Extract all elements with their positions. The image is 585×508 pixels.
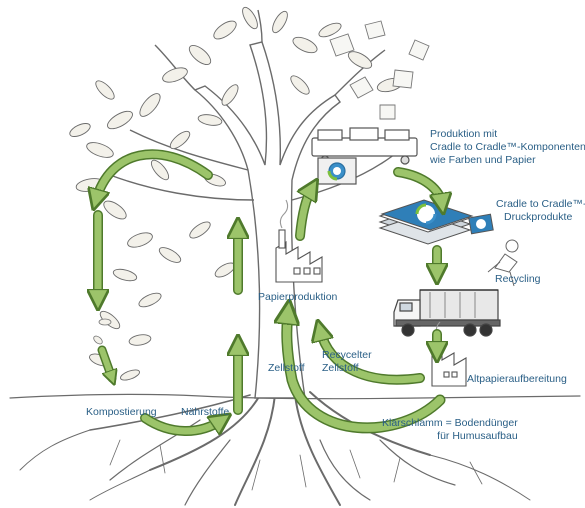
label-production-line2: Cradle to Cradle™-Komponenten	[430, 141, 585, 154]
label-recycled-pulp: Recycelter Zellstoff	[322, 349, 372, 375]
label-sewage-sludge-line1: Klärschlamm = Bodendünger	[382, 417, 518, 430]
label-paper-production: Papierproduktion	[258, 291, 337, 304]
label-composting: Kompostierung	[86, 406, 157, 419]
arrow-mill-to-press	[300, 188, 312, 236]
print-products-illustration	[380, 200, 493, 244]
label-production: Produktion mit Cradle to Cradle™-Kompone…	[430, 128, 585, 167]
falling-leaves-trail	[92, 319, 111, 346]
arrow-compost-to-nutrients	[145, 418, 222, 431]
label-production-line1: Produktion mit	[430, 128, 585, 141]
label-recycling: Recycling	[495, 273, 541, 286]
tree-leaves	[68, 5, 404, 382]
label-pulp: Zellstoff	[268, 362, 305, 375]
label-recycled-pulp-line1: Recycelter	[322, 349, 372, 362]
label-recycled-pulp-line2: Zellstoff	[322, 362, 372, 375]
label-sewage-sludge: Klärschlamm = Bodendünger für Humusaufba…	[382, 417, 518, 443]
tree-trunk	[110, 10, 400, 398]
paper-sheets	[330, 21, 429, 119]
label-print-products-line2: Druckprodukte	[496, 211, 585, 224]
label-sewage-sludge-line2: für Humusaufbau	[382, 430, 518, 443]
arrow-press-to-products	[398, 172, 442, 204]
label-waste-paper-processing: Altpapieraufbereitung	[467, 373, 567, 386]
label-nutrients: Nährstoffe	[181, 406, 229, 419]
arrow-compost-down	[102, 350, 112, 378]
recycling-truck-illustration	[394, 290, 500, 336]
label-print-products: Cradle to Cradle™- Druckprodukte	[496, 198, 585, 224]
label-production-line3: wie Farben und Papier	[430, 154, 585, 167]
label-print-products-line1: Cradle to Cradle™-	[496, 198, 585, 211]
